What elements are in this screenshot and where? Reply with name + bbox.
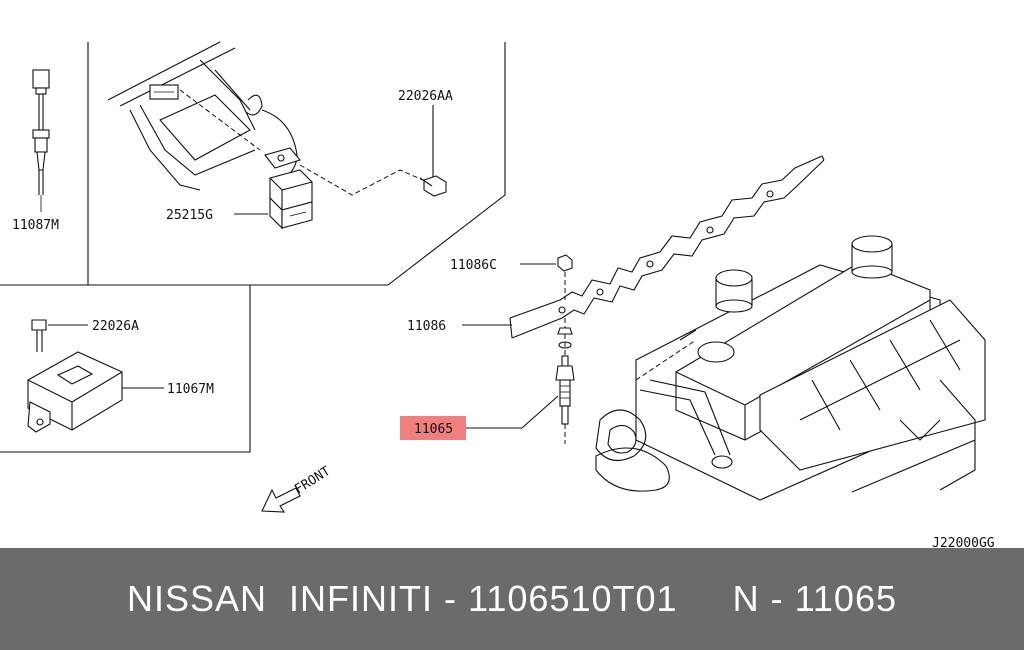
module-11067M-illustration	[27, 319, 164, 433]
label-22026A: 22026A	[92, 319, 139, 334]
footer-bar: NISSAN INFINITI - 1106510T01 N - 11065	[0, 548, 1024, 650]
footer-brand: NISSAN INFINITI	[127, 578, 434, 619]
label-25215G: 25215G	[166, 208, 213, 223]
label-11065: 11065	[414, 422, 453, 437]
label-22026AA: 22026AA	[398, 89, 453, 104]
bolt-22026AA-illustration	[419, 105, 447, 197]
label-11067M: 11067M	[167, 382, 214, 397]
glow-plug-11065-illustration	[466, 318, 575, 444]
label-11086: 11086	[407, 319, 446, 334]
footer-separator: -	[433, 578, 469, 619]
label-11087M: 11087M	[12, 218, 59, 233]
footer-gap	[678, 578, 733, 620]
body-bracket-illustration	[107, 41, 433, 230]
sensor-11087M-illustration	[32, 69, 50, 212]
front-label: FRONT	[292, 464, 333, 498]
footer-part-number: 1106510T01	[468, 578, 678, 619]
panel-borders	[0, 42, 506, 453]
label-11065-highlight	[400, 416, 466, 440]
footer-ref-prefix: N -	[732, 578, 795, 619]
nut-11086C-illustration	[520, 254, 573, 300]
diagram-code: J22000GG	[932, 536, 995, 548]
footer-ref-number: 11065	[794, 578, 897, 619]
label-11086C: 11086C	[450, 258, 497, 273]
engine-illustration	[595, 235, 986, 501]
harness-11086-illustration	[462, 155, 825, 339]
parts-diagram: 11087M 22026AA 25215G	[0, 41, 995, 551]
front-arrow-icon	[261, 487, 301, 513]
